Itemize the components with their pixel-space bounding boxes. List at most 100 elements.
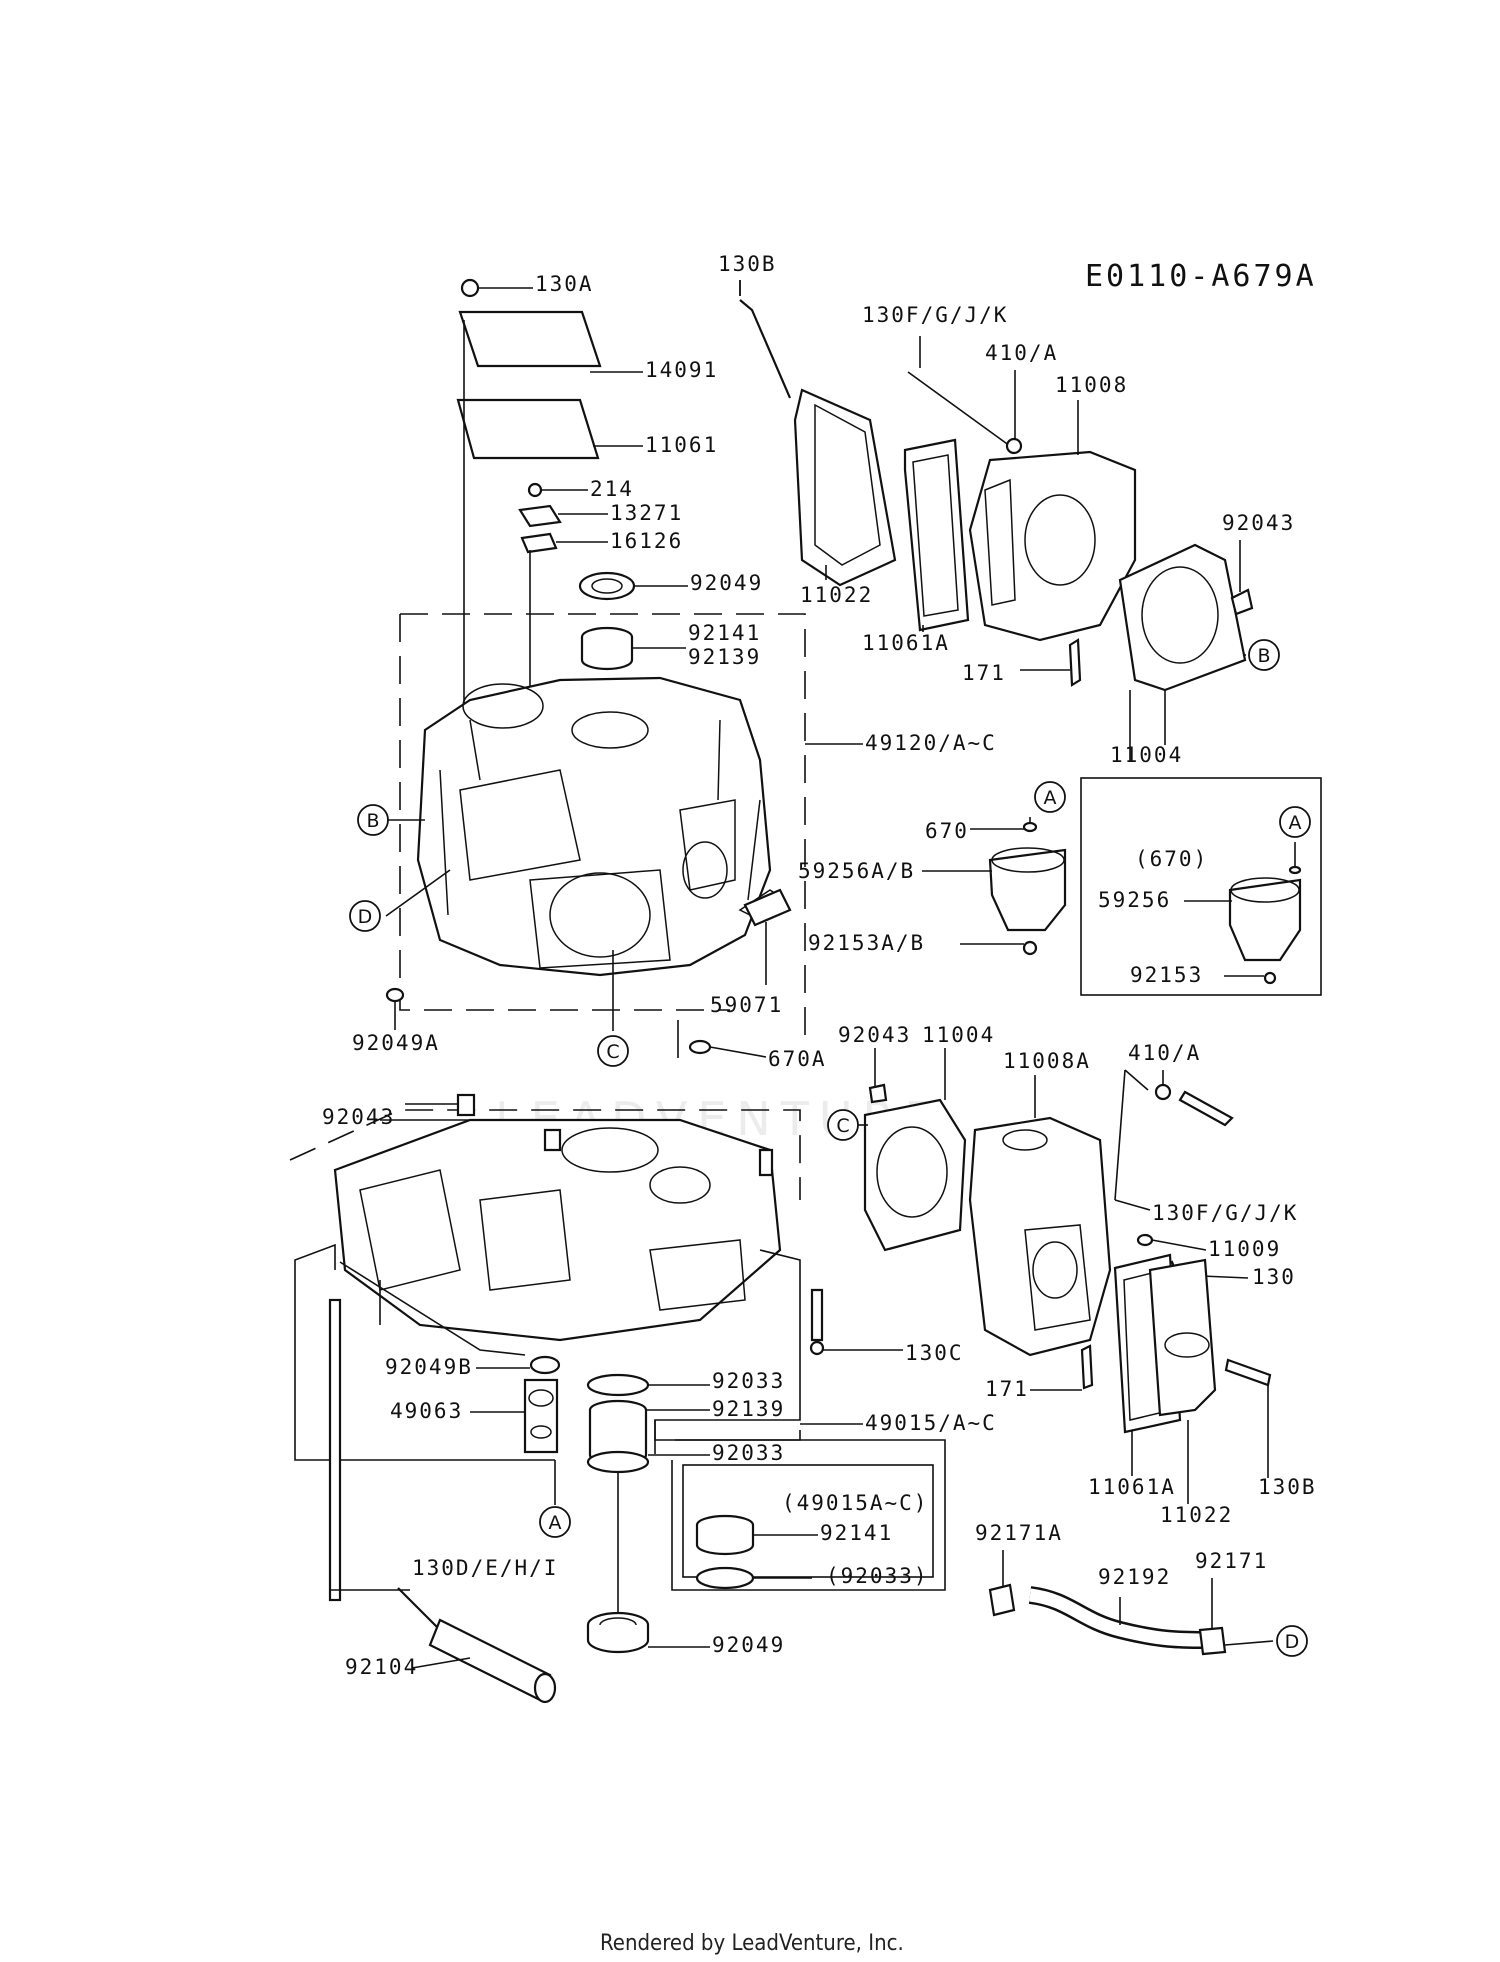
svg-text:A: A — [549, 1512, 562, 1534]
part-label-92139-top: 92139 — [688, 645, 761, 669]
callout-C-right: C — [827, 1109, 859, 1141]
part-label-92049-top: 92049 — [690, 571, 763, 595]
part-label-92139-b: 92139 — [712, 1397, 785, 1421]
bolts-bottom — [328, 1093, 903, 1602]
callout-A-top: A — [1034, 781, 1066, 813]
part-label-130DEHI: 130D/E/H/I — [412, 1556, 558, 1580]
part-label-214: 214 — [590, 477, 634, 501]
cylinder-head-11008 — [907, 336, 1137, 687]
part-label-92033-b: 92033 — [712, 1441, 785, 1465]
part-label-11004-top: 11004 — [1110, 743, 1183, 767]
sub-box-parts — [695, 1514, 818, 1590]
head-cover-top — [739, 280, 970, 632]
part-label-130B-m: 130B — [1258, 1475, 1317, 1499]
part-label-49015: 49015/A~C — [865, 1411, 997, 1435]
part-label-130C: 130C — [905, 1341, 964, 1365]
bolt-130FGJK-mid — [1114, 1069, 1234, 1211]
svg-text:C: C — [606, 1041, 619, 1063]
hose-92192-group — [988, 1550, 1274, 1656]
part-label-670: 670 — [925, 819, 969, 843]
part-label-670-paren: (670) — [1135, 847, 1208, 871]
part-label-16126: 16126 — [610, 529, 683, 553]
callout-B-left: B — [357, 804, 389, 836]
reference-callouts: B D C B A A C A D — [349, 639, 1311, 1657]
crankcase-49015 — [289, 1109, 801, 1342]
part-label-92049-b: 92049 — [712, 1633, 785, 1657]
part-label-92192: 92192 — [1098, 1565, 1171, 1589]
svg-text:A: A — [1044, 787, 1057, 809]
svg-text:A: A — [1289, 812, 1302, 834]
part-label-11061A-m: 11061A — [1088, 1475, 1176, 1499]
callout-B-right: B — [1248, 639, 1280, 671]
part-label-92043-r: 92043 — [1222, 511, 1295, 535]
part-label-410A-top: 410/A — [985, 341, 1058, 365]
part-label-92049B: 92049B — [385, 1355, 473, 1379]
cylinder-head-11008A — [968, 1075, 1249, 1391]
fan-59256AB-group — [922, 817, 1067, 956]
crankcase-frame — [399, 613, 863, 1058]
fan-59256-group — [1080, 777, 1322, 996]
part-labels: 130A140911106121413271161269204992141921… — [322, 252, 1317, 1679]
part-label-59071: 59071 — [710, 993, 783, 1017]
part-label-11061: 11061 — [645, 433, 718, 457]
svg-text:B: B — [366, 810, 379, 832]
part-label-410A-m: 410/A — [1128, 1041, 1201, 1065]
part-label-11022-top: 11022 — [800, 583, 873, 607]
part-label-130B-top: 130B — [718, 252, 777, 276]
part-label-11008: 11008 — [1055, 373, 1128, 397]
part-label-171-m: 171 — [985, 1377, 1029, 1401]
diagram-code: E0110-A679A — [1085, 259, 1317, 294]
svg-text:D: D — [358, 906, 373, 928]
head-cover-mid — [1113, 1253, 1272, 1504]
callout-A-box: A — [1279, 806, 1311, 838]
part-label-92153AB: 92153A/B — [808, 931, 925, 955]
part-label-11009: 11009 — [1208, 1237, 1281, 1261]
part-label-670A: 670A — [768, 1047, 827, 1071]
part-label-92141-b: 92141 — [820, 1521, 893, 1545]
lower-frame — [294, 1243, 946, 1591]
part-label-92104: 92104 — [345, 1655, 418, 1679]
part-label-92033-c: (92033) — [826, 1564, 929, 1588]
part-label-92171: 92171 — [1195, 1549, 1268, 1573]
part-label-171-top: 171 — [962, 661, 1006, 685]
part-label-11061A-top: 11061A — [862, 631, 950, 655]
part-label-92043-l: 92043 — [322, 1105, 395, 1129]
part-label-13271: 13271 — [610, 501, 683, 525]
gasket-11061 — [456, 398, 600, 460]
part-label-92171A: 92171A — [975, 1521, 1063, 1545]
part-label-11004-m: 11004 — [922, 1023, 995, 1047]
part-label-130FGJK-top: 130F/G/J/K — [862, 303, 1008, 327]
part-label-49015AC: (49015A~C) — [782, 1491, 928, 1515]
part-label-130: 130 — [1252, 1265, 1296, 1289]
callout-D-right: D — [1276, 1625, 1308, 1657]
part-label-92043-m: 92043 — [838, 1023, 911, 1047]
part-label-14091: 14091 — [645, 358, 718, 382]
callout-A-bottom: A — [539, 1506, 571, 1538]
part-label-92049A: 92049A — [352, 1031, 440, 1055]
svg-text:D: D — [1285, 1631, 1300, 1653]
callout-D-left: D — [349, 900, 381, 932]
part-label-49120: 49120/A~C — [865, 731, 997, 755]
cover-14091 — [458, 310, 602, 368]
crankcase-49120 — [416, 676, 787, 977]
part-label-92141-top: 92141 — [688, 621, 761, 645]
svg-text:C: C — [836, 1115, 849, 1137]
part-label-130FGJK-m: 130F/G/J/K — [1152, 1201, 1298, 1225]
svg-text:B: B — [1257, 645, 1270, 667]
head-gasket-11004-top — [1118, 540, 1254, 745]
cover-plate-group — [456, 278, 643, 860]
part-label-92033-a: 92033 — [712, 1369, 785, 1393]
oil-seal-bottom — [586, 1611, 710, 1654]
part-label-130A: 130A — [535, 272, 594, 296]
head-gasket-11004-mid — [858, 1048, 967, 1252]
oil-seal-top — [578, 571, 688, 671]
footer-credit: Rendered by LeadVenture, Inc. — [600, 1931, 904, 1956]
breather-59071 — [743, 888, 792, 985]
part-label-59256AB: 59256A/B — [798, 859, 915, 883]
part-label-59256: 59256 — [1098, 888, 1171, 912]
sleeve-92139 — [586, 1373, 710, 1620]
callout-C-left: C — [597, 1035, 629, 1067]
sealant-tube-92104 — [397, 1587, 557, 1704]
part-label-11022-m: 11022 — [1160, 1503, 1233, 1527]
